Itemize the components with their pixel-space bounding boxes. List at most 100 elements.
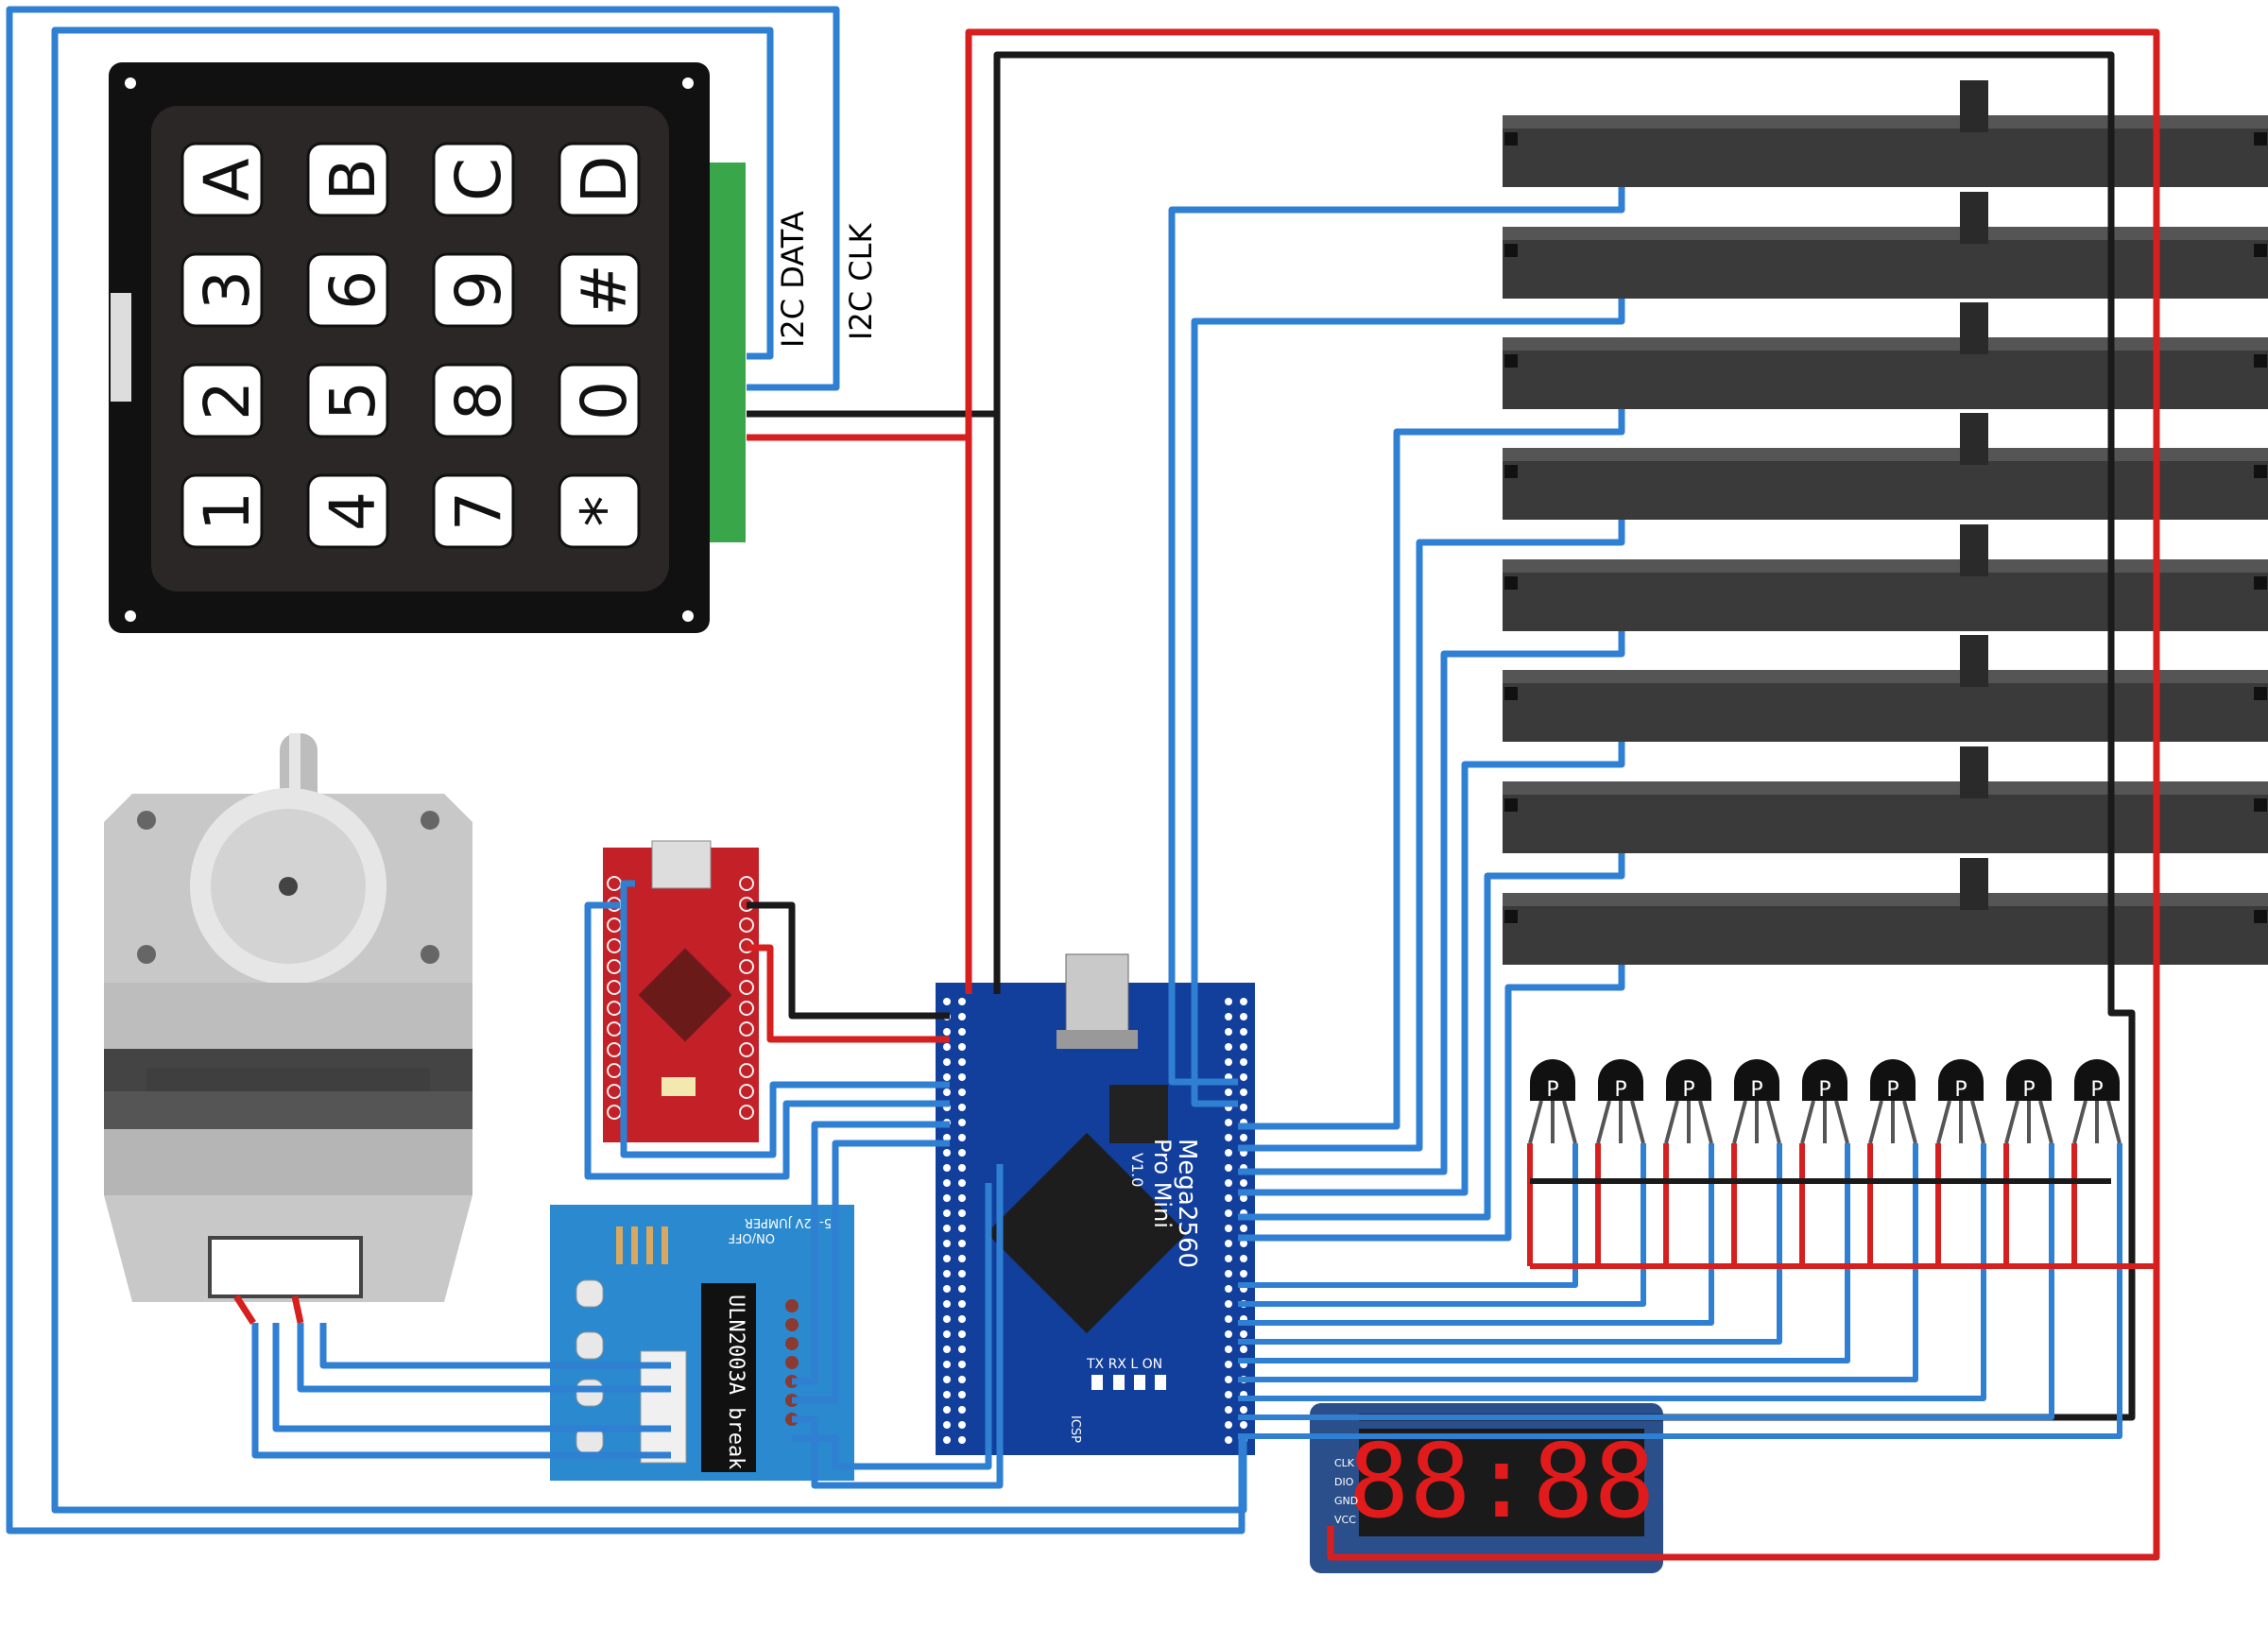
slide-potentiometer[interactable] xyxy=(1503,524,2268,631)
motor-connector xyxy=(208,1236,363,1298)
stepper-motor xyxy=(104,733,472,1302)
mega-icsp-label: ICSP xyxy=(1068,1415,1082,1443)
wire-i2c-clk xyxy=(6,6,1246,1535)
slide-potentiometers xyxy=(1503,80,2268,965)
display-dio-label: DIO xyxy=(1334,1476,1354,1488)
slider-knob[interactable] xyxy=(1960,524,1988,576)
wire-slider-wiper xyxy=(1238,631,1625,1175)
keypad-key-label: C xyxy=(442,158,515,201)
wire-uln-in2 xyxy=(792,1140,950,1404)
wire-pro-rx xyxy=(584,901,950,1180)
pro-micro-board xyxy=(603,840,759,1142)
wire-slider-wiper xyxy=(1238,965,1625,1242)
transistor-mark: P xyxy=(1546,1078,1558,1102)
wire-transistor-base xyxy=(1238,1143,1782,1345)
wire-transistor-base xyxy=(1238,1143,1646,1307)
keypad-key[interactable]: A xyxy=(180,142,264,217)
keypad-key-label: B xyxy=(317,158,389,200)
wire-pro-tx xyxy=(620,880,950,1158)
wire-uln-in4 xyxy=(792,1183,992,1470)
keypad-key[interactable]: 3 xyxy=(180,252,264,328)
transistor-mark: P xyxy=(1886,1078,1899,1102)
wire-motor-1 xyxy=(251,1323,671,1459)
keypad-key[interactable]: 1 xyxy=(180,473,264,549)
keypad-key[interactable]: 0 xyxy=(558,363,641,438)
display-clk-label: CLK xyxy=(1334,1457,1355,1469)
keypad-key-label: 2 xyxy=(191,381,264,420)
keypad-key-label: 8 xyxy=(442,381,515,420)
slide-potentiometer[interactable] xyxy=(1503,302,2268,409)
keypad-key-label: * xyxy=(568,496,641,527)
slider-knob[interactable] xyxy=(1960,192,1988,244)
wire-slider-wiper xyxy=(1238,409,1625,1130)
slider-knob[interactable] xyxy=(1960,858,1988,910)
display-gnd-label: GND xyxy=(1334,1495,1358,1507)
transistor-mark: P xyxy=(1682,1078,1694,1102)
keypad-key[interactable]: 8 xyxy=(432,363,515,438)
slide-potentiometer[interactable] xyxy=(1503,635,2268,742)
keypad-key-label: 9 xyxy=(442,270,515,310)
wire-motor-red-a xyxy=(233,1295,256,1325)
uln2003-driver-board: ULN2003A break 5-12V JUMPER ON/OFF xyxy=(550,1205,854,1481)
keypad-key[interactable]: C xyxy=(432,142,515,217)
wire-motor-2 xyxy=(272,1323,671,1432)
transistor-mark: P xyxy=(1614,1078,1626,1102)
keypad-key-label: # xyxy=(568,264,641,316)
wire-motor-4 xyxy=(319,1323,671,1369)
keypad-key-label: 5 xyxy=(317,381,389,420)
transistor-mark: P xyxy=(1954,1078,1967,1102)
display-vcc-label: VCC xyxy=(1334,1514,1356,1526)
transistor: P xyxy=(2004,1059,2053,1144)
slider-knob[interactable] xyxy=(1960,302,1988,354)
transistor-mark: P xyxy=(2022,1078,2035,1102)
i2c-clk-label: I2C CLK xyxy=(843,223,879,340)
uln-onoff-label: ON/OFF xyxy=(728,1230,775,1244)
wire-motor-red-b xyxy=(291,1295,304,1324)
transistor: P xyxy=(1800,1059,1849,1144)
wire-slider-wiper xyxy=(1191,299,1625,1107)
slider-knob[interactable] xyxy=(1960,80,1988,132)
tm1637-display-module: 88:88 CLK DIO GND VCC xyxy=(1310,1403,1663,1573)
wires xyxy=(6,6,2160,1561)
wire-slider-wiper xyxy=(1238,853,1625,1221)
keypad-key-label: 1 xyxy=(191,491,264,531)
transistor: P xyxy=(1936,1059,1985,1144)
wire-uln-in3 xyxy=(792,1164,1004,1489)
transistor-mark: P xyxy=(1818,1078,1830,1102)
slide-potentiometer[interactable] xyxy=(1503,746,2268,853)
wire-transistor-base xyxy=(1238,1143,2122,1439)
transistor: P xyxy=(1664,1059,1713,1144)
keypad-key[interactable]: 9 xyxy=(432,252,515,328)
keypad-key[interactable]: 7 xyxy=(432,473,515,549)
wire-pro-gnd xyxy=(747,901,950,1020)
keypad-key[interactable]: # xyxy=(558,252,641,328)
slider-knob[interactable] xyxy=(1960,746,1988,798)
keypad-key[interactable]: * xyxy=(558,473,641,549)
keypad-key[interactable]: 5 xyxy=(306,363,389,438)
keypad-key[interactable]: 2 xyxy=(180,363,264,438)
keypad-key[interactable]: B xyxy=(306,142,389,217)
mega2560-pro-mini-board: Mega2560 Pro Mini V1.0 TX RX L ON ICSP xyxy=(936,953,1255,1455)
transistor: P xyxy=(1868,1059,1917,1144)
slide-potentiometer[interactable] xyxy=(1503,192,2268,299)
wire-transistor-base xyxy=(1238,1143,1578,1288)
transistor: P xyxy=(1528,1059,1577,1144)
transistor: P xyxy=(2072,1059,2122,1144)
mega-version-label: V1.0 xyxy=(1128,1153,1146,1187)
keypad-key[interactable]: D xyxy=(558,142,641,217)
mega-led-labels: TX RX L ON xyxy=(1086,1357,1162,1372)
slider-knob[interactable] xyxy=(1960,635,1988,687)
slide-potentiometer[interactable] xyxy=(1503,413,2268,520)
keypad-key-label: 3 xyxy=(191,270,264,310)
transistor-mark: P xyxy=(1750,1078,1762,1102)
uln-chip-label: ULN2003A break xyxy=(724,1295,747,1469)
slider-knob[interactable] xyxy=(1960,413,1988,465)
slide-potentiometer[interactable] xyxy=(1503,858,2268,965)
transistor-mark: P xyxy=(2090,1078,2103,1102)
slide-potentiometer[interactable] xyxy=(1503,80,2268,187)
keypad-key[interactable]: 6 xyxy=(306,252,389,328)
keypad-key[interactable]: 4 xyxy=(306,473,389,549)
